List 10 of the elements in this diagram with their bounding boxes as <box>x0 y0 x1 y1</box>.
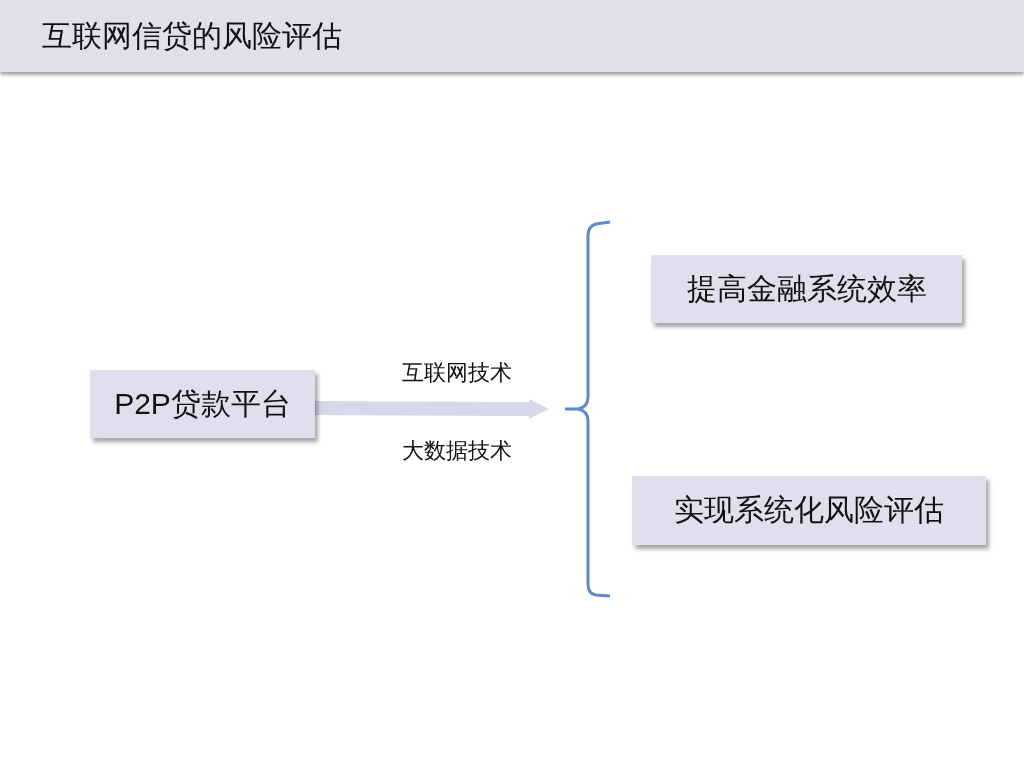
arrow-caption: 大数据技术 <box>402 437 512 465</box>
arrow-caption: 互联网技术 <box>402 359 512 387</box>
page-title: 互联网信贷的风险评估 <box>42 18 342 54</box>
box-label: 提高金融系统效率 <box>686 270 927 307</box>
box-label: P2P贷款平台 <box>114 385 291 422</box>
arrow <box>314 399 549 419</box>
text-box <box>632 476 986 545</box>
box-label: 实现系统化风险评估 <box>674 492 944 528</box>
text-box <box>651 255 962 323</box>
text-box <box>90 370 315 438</box>
